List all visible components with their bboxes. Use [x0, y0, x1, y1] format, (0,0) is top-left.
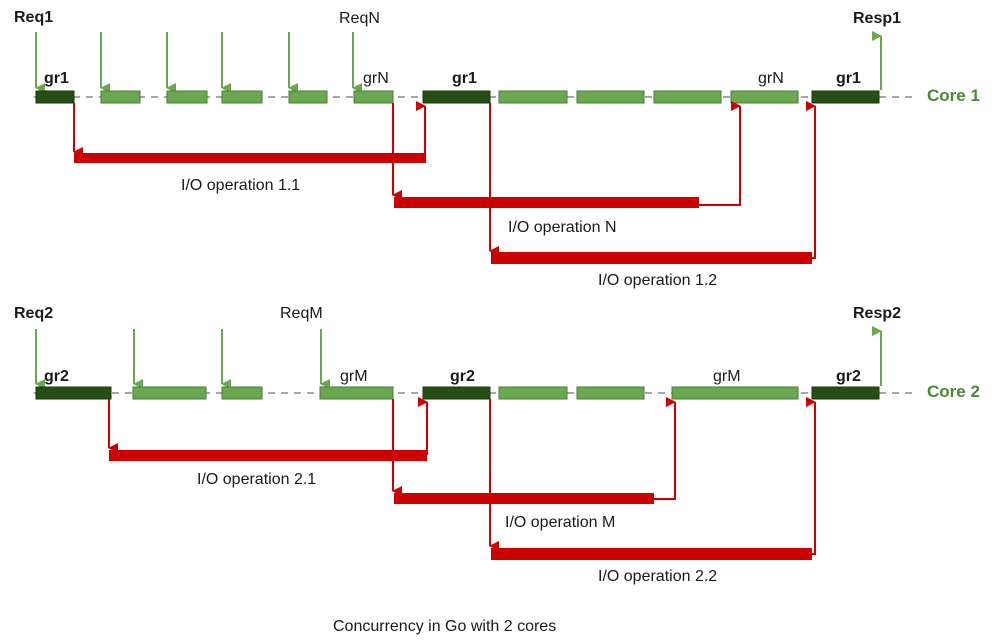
core1-goroutine-segment [100, 90, 141, 104]
core1-goroutine-segment [166, 90, 208, 104]
core1-goroutine-n-second-label: grN [758, 70, 784, 87]
core2-goroutine-main-mid-label: gr2 [450, 368, 475, 385]
core1-goroutine-main-mid-label: gr1 [452, 70, 477, 87]
core2-io-op-b-label: I/O operation 2.2 [598, 568, 717, 585]
core2-goroutine-m-first-label: grM [340, 368, 368, 385]
core2-io-b-bar [491, 548, 812, 560]
core2-goroutine-main-segment [35, 386, 112, 400]
core1-goroutine-n-first-label: grN [363, 70, 389, 87]
core2-goroutine-segment [498, 386, 568, 400]
core1-io-op-n-label: I/O operation N [508, 219, 617, 236]
core2-io-b-up-line [806, 397, 816, 555]
core1-request-last-label: ReqN [339, 10, 380, 27]
core1-label: Core 1 [927, 86, 980, 105]
core2-goroutine-segment [319, 386, 394, 400]
core1-goroutine-main-segment [35, 90, 75, 104]
core1-goroutine-segment [730, 90, 799, 104]
core2-goroutine-segment [671, 386, 799, 400]
core1-io-op-b-label: I/O operation 1.2 [598, 272, 717, 289]
core1-goroutine-segment [653, 90, 722, 104]
core2-goroutine-m-second-label: grM [713, 368, 741, 385]
core1-goroutine-segment [498, 90, 568, 104]
core2-goroutine-main-start-label: gr2 [44, 368, 69, 385]
core2-goroutine-main-segment [422, 386, 491, 400]
core1-io-op-a-label: I/O operation 1.1 [181, 177, 300, 194]
core2-io-op-a-label: I/O operation 2.1 [197, 471, 316, 488]
core2-io-op-m-label: I/O operation M [505, 514, 615, 531]
core2-response-label: Resp2 [853, 305, 901, 322]
core2-io-m-up-line [653, 397, 676, 500]
core1-request-first-label: Req1 [14, 9, 53, 26]
core2-request-first-label: Req2 [14, 305, 53, 322]
core2-goroutine-main-end-label: gr2 [836, 368, 861, 385]
core2-request-last-label: ReqM [280, 305, 323, 322]
core1-goroutine-segment [576, 90, 645, 104]
core2-goroutine-segment [576, 386, 645, 400]
core2-io-m-bar [394, 493, 654, 504]
core1-goroutine-main-segment [422, 90, 491, 104]
core2-goroutine-segment [132, 386, 207, 400]
diagram-caption: Concurrency in Go with 2 cores [333, 618, 556, 635]
core2-section: Req2 ReqM Resp2 gr2 grM gr2 grM gr2 Core… [14, 305, 980, 585]
core1-goroutine-main-segment [811, 90, 880, 104]
core1-io-n-up-line [698, 101, 741, 206]
core1-response-label: Resp1 [853, 10, 901, 27]
core1-io-b-up-line [806, 101, 816, 259]
core1-goroutine-segment [353, 90, 394, 104]
core2-goroutine-main-segment [811, 386, 880, 400]
core1-goroutine-segment [288, 90, 328, 104]
core1-io-b-bar [491, 252, 812, 264]
core1-goroutine-main-start-label: gr1 [44, 70, 69, 87]
core1-io-n-bar [394, 197, 699, 208]
core1-goroutine-segment [221, 90, 263, 104]
core2-goroutine-segment [221, 386, 263, 400]
core1-io-a-bar [74, 153, 426, 163]
core2-label: Core 2 [927, 382, 980, 401]
core1-section: Req1 ReqN Resp1 gr1 grN gr1 grN gr1 Core… [14, 9, 980, 289]
core1-goroutine-main-end-label: gr1 [836, 70, 861, 87]
core2-io-a-bar [109, 450, 427, 461]
